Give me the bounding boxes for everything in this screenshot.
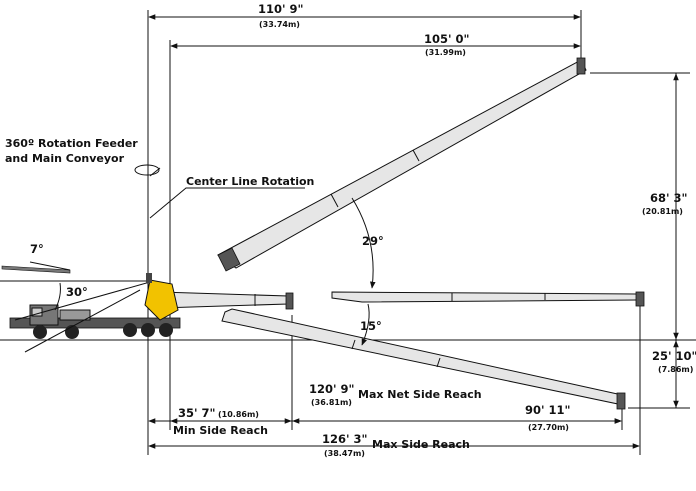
right-span-m: (27.70m): [528, 423, 569, 432]
angle-feeder: 7°: [30, 242, 44, 256]
min-side-label: Min Side Reach: [173, 424, 268, 437]
min-side-ft: 35' 7": [178, 406, 216, 420]
rotation-label-1: 360º Rotation Feeder: [5, 137, 138, 150]
angle-arc-truck: [54, 282, 61, 311]
rotation-icon: [134, 164, 160, 176]
right-span-ft: 90' 11": [525, 403, 571, 417]
max-net-side-m: (36.81m): [311, 398, 352, 407]
angle-arc-down: [361, 303, 370, 346]
truck: [9, 273, 181, 353]
max-side-ft: 126' 3": [322, 432, 368, 446]
max-net-side-ft: 120' 9": [309, 382, 355, 396]
top-boom-m: (31.99m): [425, 48, 466, 57]
angle-up: 29°: [362, 234, 384, 248]
max-side-m: (38.47m): [324, 449, 365, 458]
level-boom: [331, 291, 645, 307]
crane-near-boom: [159, 291, 294, 310]
raised-boom: [217, 57, 587, 272]
max-net-side-label: Max Net Side Reach: [358, 388, 482, 401]
height-down-ft: 25' 10": [652, 349, 696, 363]
angle-down: 15°: [360, 319, 382, 333]
height-up-m: (20.81m): [642, 207, 683, 216]
top-boom-ft: 105' 0": [424, 32, 470, 46]
rotation-pointer: [149, 167, 161, 177]
height-up-ft: 68' 3": [650, 191, 688, 205]
feeder-conveyor: [1, 261, 71, 274]
top-total-m: (33.74m): [259, 20, 300, 29]
angle-truck: 30°: [66, 285, 88, 299]
center-line-leader: [149, 187, 305, 219]
rotation-label-2: and Main Conveyor: [5, 152, 125, 165]
top-total-ft: 110' 9": [258, 2, 304, 16]
min-side-m: (10.86m): [218, 410, 259, 419]
max-side-label: Max Side Reach: [372, 438, 470, 451]
height-down-m: (7.86m): [658, 365, 693, 374]
angle-arc-up: [351, 197, 376, 289]
lowered-boom: [221, 308, 626, 410]
center-line-label: Center Line Rotation: [186, 175, 314, 188]
